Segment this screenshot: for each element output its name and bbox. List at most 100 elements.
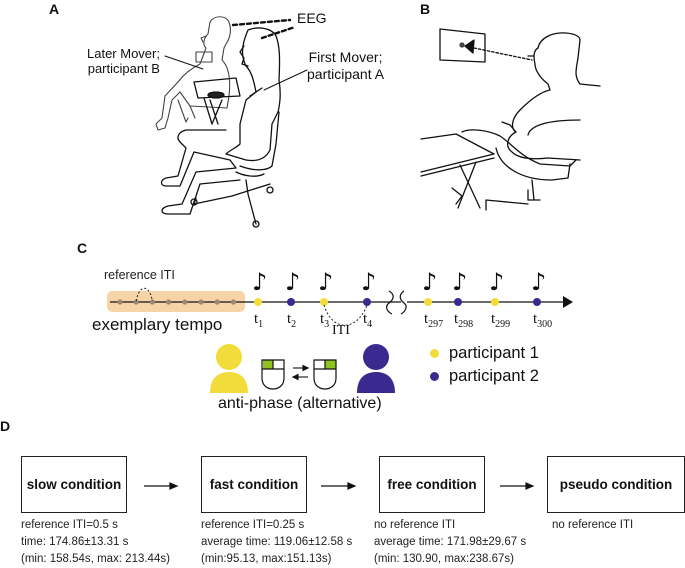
participant-a-figure [160,27,281,228]
slow-line-2: time: 174.86±13.31 s [21,536,129,548]
free-line-1: no reference ITI [374,519,456,531]
tick-label-subscript: 299 [495,319,511,330]
music-note-icon: ♪ [285,268,300,296]
reference-tempo-dot [133,299,139,305]
first-mover-callout [263,69,308,91]
tick-label-subscript: 300 [537,319,553,330]
tick-label-t297: t297 [424,311,443,330]
reference-iti-arc [135,287,153,302]
reference-iti-label: reference ITI [104,268,175,282]
music-note-icon: ♪ [422,268,437,296]
tick-label-t4: t4 [363,311,372,330]
tick-label-subscript: 3 [324,319,330,330]
later-mover-line2: participant B [87,61,160,76]
tick-label-base: t [454,311,459,327]
iti-label: ITI [332,323,350,338]
participant-b-figure [155,16,231,131]
pseudo-line-1: no reference ITI [552,519,634,531]
tick-label-t1: t1 [254,311,263,330]
tick-label-base: t [254,311,259,327]
tick-label-t300: t300 [533,311,552,330]
event-dot-t299 [491,298,499,306]
eeg-line-a [260,25,297,40]
panel-d-label: D [0,418,11,434]
reference-tempo-dot [198,299,204,305]
first-mover-label: First Mover; participant A [307,49,384,83]
condition-desc-fast: reference ITI=0.25 s average time: 119.0… [201,517,352,568]
legend-label-participant-1: participant 1 [449,344,539,362]
participant-1-person-icon [210,344,248,393]
reference-tempo-dot [149,299,155,305]
eeg-line-b [231,18,292,27]
legend-participant-2: participant 2 [430,367,539,386]
tick-label-base: t [287,311,292,327]
fast-line-1: reference ITI=0.25 s [201,519,305,531]
tick-label-subscript: 4 [367,319,373,330]
tick-label-subscript: 297 [428,319,444,330]
panel-c-label: C [77,240,88,256]
first-mover-line1: First Mover; [308,49,383,65]
later-mover-callout [164,55,204,70]
music-note-icon: ♪ [452,268,467,296]
arrow-fast-to-free [321,482,357,490]
event-dot-t300 [533,298,541,306]
reference-tempo-dot [166,299,172,305]
arrow-slow-to-fast [144,482,179,490]
tick-label-base: t [363,311,368,327]
condition-box-free: free condition [379,456,485,513]
music-note-icon: ♪ [252,268,267,296]
condition-desc-slow: reference ITI=0.5 s time: 174.86±13.31 s… [21,517,170,568]
tick-label-t299: t299 [491,311,510,330]
music-note-icon: ♪ [318,268,333,296]
event-dot-t2 [287,298,295,306]
reference-tempo-dot [230,299,236,305]
mouse-right-icon [313,359,337,390]
tick-label-t298: t298 [454,311,473,330]
condition-box-slow: slow condition [21,456,127,513]
event-dot-t3 [320,298,328,306]
free-line-2: average time: 171.98±29.67 s [374,536,527,548]
free-line-3: (min: 130.90, max:238.67s) [374,553,514,565]
tick-label-base: t [533,311,538,327]
reference-tempo-dot [182,299,188,305]
legend-dot-participant-2 [430,372,439,381]
tick-label-t2: t2 [287,311,296,330]
fast-line-3: (min:95.13, max:151.13s) [201,553,332,565]
panel-a-label: A [49,1,60,17]
fixation-cross [459,42,465,48]
event-dot-t4 [363,298,371,306]
tick-label-base: t [424,311,429,327]
event-dot-t298 [454,298,462,306]
monitor [439,28,486,63]
music-note-icon: ♪ [489,268,504,296]
axis-break-right [399,290,407,315]
arrow-free-to-pseudo [500,482,535,490]
legend-label-participant-2: participant 2 [449,367,539,385]
condition-desc-free: no reference ITI average time: 171.98±29… [374,517,526,568]
legend-participant-1: participant 1 [430,344,539,363]
participant-2-person-icon [357,344,395,393]
tick-label-t3: t3 [320,311,329,330]
legend-dot-participant-1 [430,349,439,358]
swap-arrows-icon [291,364,310,381]
timeline-arrowhead [563,296,573,308]
eeg-label: EEG [297,10,327,26]
condition-desc-pseudo: no reference ITI [552,517,633,534]
reference-tempo-dot [117,299,123,305]
anti-phase-label: anti-phase (alternative) [218,395,382,412]
mouse-left-icon [261,359,285,390]
event-dot-t297 [424,298,432,306]
slow-line-1: reference ITI=0.5 s [21,519,118,531]
participant-back-figure [420,32,601,211]
tick-label-subscript: 2 [291,319,297,330]
fast-line-2: average time: 119.06±12.58 s [201,536,353,548]
first-mover-line2: participant A [307,66,385,82]
tick-label-subscript: 298 [458,319,474,330]
condition-box-fast: fast condition [201,456,307,513]
tick-label-base: t [491,311,496,327]
exemplary-tempo-label: exemplary tempo [92,315,223,334]
